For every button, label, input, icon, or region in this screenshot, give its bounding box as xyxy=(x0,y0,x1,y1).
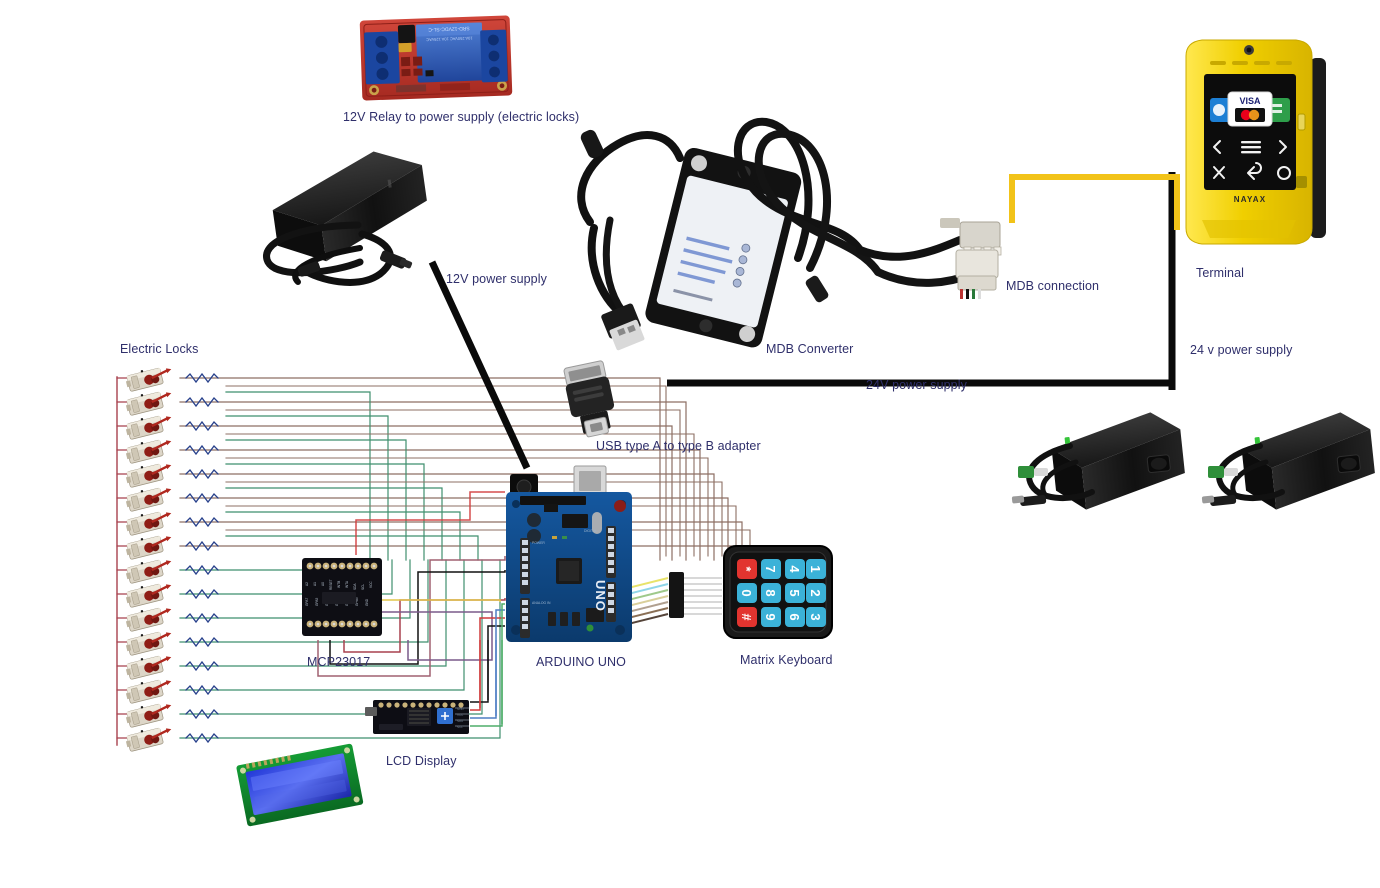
back-icon xyxy=(1247,162,1262,180)
svg-text:VISA: VISA xyxy=(1239,96,1261,106)
svg-text:GPA7: GPA7 xyxy=(305,598,309,606)
label-lcd: LCD Display xyxy=(386,754,457,768)
power-supply-12v xyxy=(240,130,450,286)
electric-lock xyxy=(125,535,172,560)
label-mdb-connection: MDB connection xyxy=(1006,279,1100,293)
electric-lock xyxy=(125,583,172,608)
mdb-yellow-cable xyxy=(1009,174,1180,230)
electric-lock xyxy=(125,367,172,392)
svg-text:INTA: INTA xyxy=(345,580,349,588)
svg-text:10A 250VAC 10A 125VAC: 10A 250VAC 10A 125VAC xyxy=(426,36,473,43)
arduino-uno: UNO POWER ANALOG IN DIGITAL xyxy=(500,452,640,647)
menu-icon xyxy=(1241,141,1261,154)
relay-module: SRD-12VDC-SL-C 10A 250VAC 10A 125VAC xyxy=(355,10,517,106)
keypad-key-#[interactable]: # xyxy=(739,613,754,621)
lcd-display xyxy=(235,738,365,833)
keypad-key-2[interactable]: 2 xyxy=(808,589,823,596)
svg-text:UNO: UNO xyxy=(593,580,608,612)
label-mcp23017: MCP23017 xyxy=(307,655,371,669)
chevron-right-icon xyxy=(1279,140,1287,154)
matrix-keypad: * 7 4 0 8 5 #9 6 1 2 3 xyxy=(720,542,836,642)
electric-lock xyxy=(125,415,172,440)
keypad-key-7[interactable]: 7 xyxy=(763,565,778,572)
svg-text:GPA5: GPA5 xyxy=(315,598,319,606)
svg-text:A0: A0 xyxy=(321,582,325,586)
power-supply-24v-right xyxy=(1196,404,1380,534)
electric-lock xyxy=(125,727,172,752)
label-usb-adapter: USB type A to type B adapter xyxy=(596,439,761,453)
label-psu12: 12V power supply xyxy=(446,272,547,286)
svg-text:VCC: VCC xyxy=(369,581,373,588)
label-24v-run: 24V power supply xyxy=(866,378,967,392)
mdb-converter xyxy=(560,100,1030,360)
svg-text:GPB3: GPB3 xyxy=(355,597,359,606)
svg-text:GND: GND xyxy=(365,598,369,606)
svg-text:SCL: SCL xyxy=(457,725,463,729)
keypad-key-3[interactable]: 3 xyxy=(808,613,823,620)
label-relay: 12V Relay to power supply (electric lock… xyxy=(343,110,580,124)
svg-text:DIGITAL: DIGITAL xyxy=(584,529,597,533)
usb-adapter xyxy=(563,358,635,444)
electric-lock xyxy=(125,439,172,464)
keypad-key-0[interactable]: 0 xyxy=(739,589,754,596)
electric-lock xyxy=(125,679,172,704)
chevron-left-icon xyxy=(1213,140,1221,154)
svg-text:SRD-12VDC-SL-C: SRD-12VDC-SL-C xyxy=(428,25,470,32)
svg-text:A1: A1 xyxy=(313,582,317,586)
keypad-key-8[interactable]: 8 xyxy=(763,589,778,596)
svg-text:SDA: SDA xyxy=(457,719,463,723)
keypad-connector xyxy=(669,572,684,618)
electric-lock xyxy=(125,703,172,728)
terminal-nayax: VISA NAYAX xyxy=(1178,28,1338,252)
svg-text:GND: GND xyxy=(457,707,465,711)
keypad-key-4[interactable]: 4 xyxy=(787,565,802,573)
electric-lock xyxy=(125,559,172,584)
keypad-key-1[interactable]: 1 xyxy=(808,565,823,572)
lcd-i2c-backpack: GND VCC SDA SCL xyxy=(365,694,477,742)
svg-text:A2: A2 xyxy=(305,582,309,586)
label-mdb-converter: MDB Converter xyxy=(766,342,854,356)
psu12-to-arduino xyxy=(428,260,531,470)
electric-lock xyxy=(125,511,172,536)
label-arduino: ARDUINO UNO xyxy=(536,655,626,669)
svg-text:RESET: RESET xyxy=(329,579,333,590)
keypad-key-9[interactable]: 9 xyxy=(763,613,778,620)
electric-lock xyxy=(125,631,172,656)
electric-lock xyxy=(125,607,172,632)
svg-text:VCC: VCC xyxy=(457,713,464,717)
card-graphics: VISA xyxy=(1210,91,1290,127)
arduino-vertical-feeds xyxy=(479,640,503,724)
electric-lock xyxy=(125,487,172,512)
svg-text:POWER: POWER xyxy=(532,541,545,545)
keypad-flat-cable xyxy=(684,577,722,615)
svg-text:INTB: INTB xyxy=(337,581,341,588)
circle-icon xyxy=(1277,166,1291,180)
svg-text:ANALOG IN: ANALOG IN xyxy=(532,601,551,605)
label-electric-locks: Electric Locks xyxy=(120,342,199,356)
label-terminal: Terminal xyxy=(1196,266,1245,280)
electric-lock xyxy=(125,391,172,416)
electric-lock xyxy=(125,655,172,680)
mcp23017-board: A2 A1 A0 RESET INTB INTA SDA SCL VCC GPA… xyxy=(298,552,390,644)
close-icon xyxy=(1213,166,1225,179)
mdb-connector-housing xyxy=(940,218,1002,299)
keypad-key-6[interactable]: 6 xyxy=(787,613,802,620)
keypad-key-*[interactable]: * xyxy=(739,566,754,572)
label-psu24: 24 v power supply xyxy=(1190,343,1293,357)
electric-lock-array xyxy=(118,362,198,762)
label-keypad: Matrix Keyboard xyxy=(740,653,833,667)
electric-lock xyxy=(125,463,172,488)
keypad-key-5[interactable]: 5 xyxy=(787,589,802,596)
svg-text:NAYAX: NAYAX xyxy=(1234,195,1267,204)
power-supply-24v-left xyxy=(1006,404,1192,534)
svg-text:SDA: SDA xyxy=(353,583,357,590)
svg-text:SCL: SCL xyxy=(361,584,365,590)
